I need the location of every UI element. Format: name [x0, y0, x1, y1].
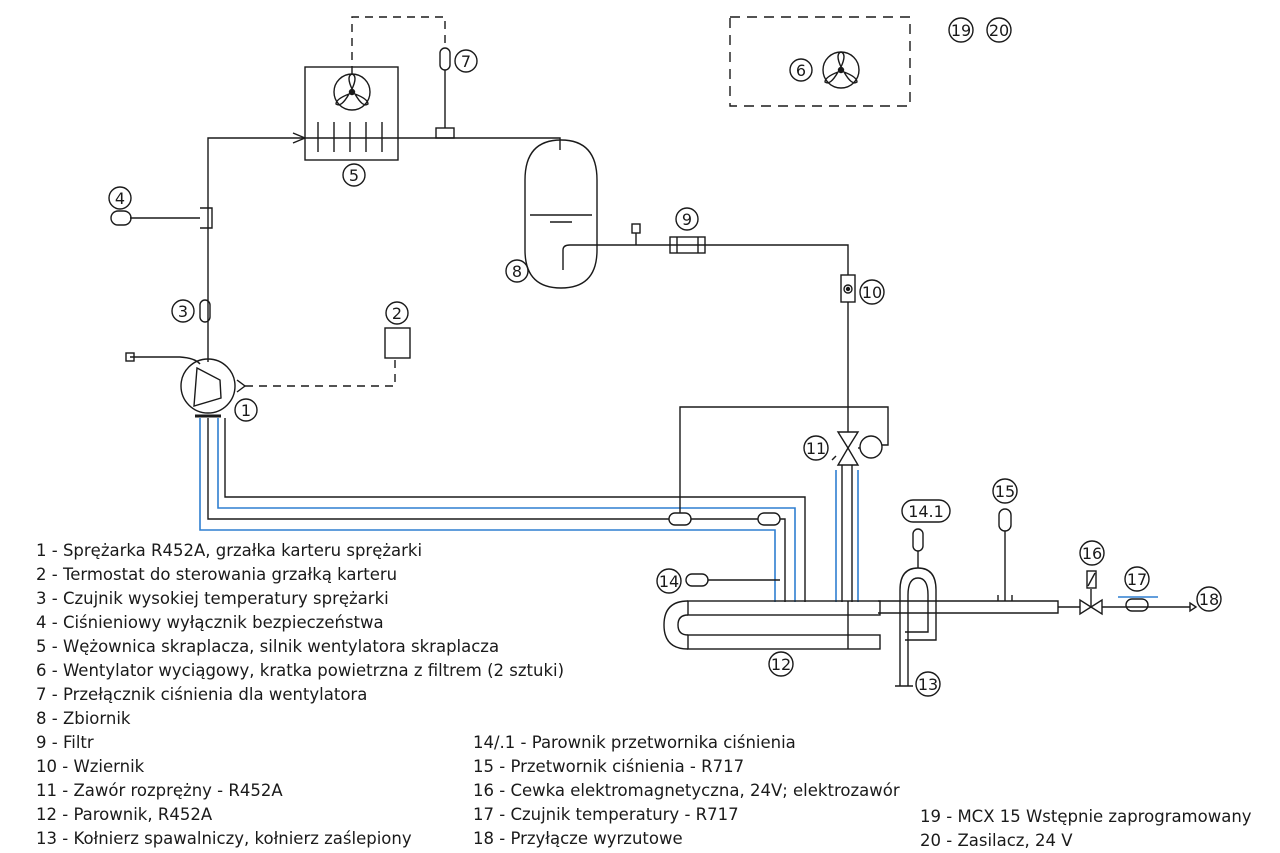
- legend-left: 1 - Sprężarka R452A, grzałka karteru spr…: [36, 539, 564, 851]
- marker-8: 8: [505, 259, 529, 283]
- expansion-valve: [831, 431, 883, 466]
- legend-item: 10 - Wziernik: [36, 757, 145, 776]
- legend-item: 3 - Czujnik wysokiej temperatury sprężar…: [36, 589, 389, 608]
- marker-7: 7: [454, 49, 478, 73]
- legend-item: 4 - Ciśnieniowy wyłącznik bezpieczeństwa: [36, 613, 384, 632]
- compressor: [180, 358, 247, 418]
- svg-text:16: 16: [1082, 544, 1102, 563]
- control-line-thermostat: [245, 360, 396, 387]
- legend-item: 11 - Zawór rozprężny - R452A: [36, 781, 283, 800]
- svg-text:1: 1: [241, 401, 251, 420]
- svg-text:18: 18: [1199, 590, 1219, 609]
- marker-18: 18: [1196, 586, 1222, 612]
- evaporator: [663, 600, 881, 650]
- marker-3: 3: [171, 299, 195, 323]
- legend-item: 1 - Sprężarka R452A, grzałka karteru spr…: [36, 541, 423, 560]
- marker-9: 9: [675, 207, 699, 231]
- legend-item: 9 - Filtr: [36, 733, 94, 752]
- svg-text:9: 9: [682, 210, 692, 229]
- svg-text:11: 11: [806, 439, 826, 458]
- legend-item: 8 - Zbiornik: [36, 709, 131, 728]
- legend-item: 16 - Cewka elektromagnetyczna, 24V; elek…: [473, 781, 900, 800]
- svg-text:7: 7: [461, 52, 471, 71]
- svg-text:3: 3: [178, 302, 188, 321]
- svg-text:6: 6: [796, 61, 806, 80]
- compressor-port: [125, 352, 135, 362]
- sight-glass: [840, 274, 856, 303]
- legend-item: 20 - Zasilacz, 24 V: [920, 831, 1073, 850]
- svg-text:14.1: 14.1: [908, 502, 944, 521]
- marker-10: 10: [859, 279, 885, 305]
- svg-text:15: 15: [995, 482, 1015, 501]
- condenser-fan-icon: [333, 73, 371, 111]
- marker-17: 17: [1124, 566, 1150, 592]
- legend-item: 12 - Parownik, R452A: [36, 805, 213, 824]
- exhaust-fan-icon: [822, 51, 860, 89]
- svg-text:2: 2: [392, 304, 402, 323]
- legend-item: 2 - Termostat do sterowania grzałką kart…: [36, 565, 398, 584]
- filter-drier: [669, 236, 706, 254]
- marker-6: 6: [789, 58, 813, 82]
- svg-text:20: 20: [989, 21, 1009, 40]
- svg-text:13: 13: [918, 675, 938, 694]
- marker-12: 12: [768, 651, 794, 677]
- suction-sensor-b: [757, 512, 781, 526]
- condenser-coil: [304, 66, 399, 161]
- svg-text:8: 8: [512, 262, 522, 281]
- marker-15: 15: [992, 478, 1018, 504]
- service-port: [631, 223, 641, 234]
- legend-item: 19 - MCX 15 Wstępnie zaprogramowany: [920, 807, 1252, 826]
- marker-4: 4: [108, 186, 132, 210]
- welding-flange: [895, 649, 913, 687]
- legend-item: 6 - Wentylator wyciągowy, kratka powietr…: [36, 661, 565, 680]
- legend-right: 19 - MCX 15 Wstępnie zaprogramowany 20 -…: [920, 805, 1252, 853]
- legend-item: 14/.1 - Parownik przetwornika ciśnienia: [473, 733, 796, 752]
- svg-text:5: 5: [349, 166, 359, 185]
- svg-text:14: 14: [659, 572, 679, 591]
- marker-13: 13: [915, 671, 941, 697]
- discharge-connector: [1189, 601, 1198, 613]
- pressure-transducer-r717: [997, 508, 1013, 601]
- marker-16: 16: [1079, 540, 1105, 566]
- receiver-tank: [524, 139, 598, 289]
- solenoid-valve: [1079, 570, 1103, 616]
- control-line-fan: [351, 16, 446, 74]
- svg-text:12: 12: [771, 655, 791, 674]
- legend-middle: 14/.1 - Parownik przetwornika ciśnienia …: [473, 731, 900, 851]
- legend-item: 18 - Przyłącze wyrzutowe: [473, 829, 683, 848]
- exhaust-fan-box: [729, 16, 911, 107]
- svg-text:19: 19: [951, 21, 971, 40]
- suction-sensor-a: [668, 512, 692, 526]
- legend-item: 5 - Wężownica skraplacza, silnik wentyla…: [36, 637, 500, 656]
- suction-lines-blue: [199, 418, 859, 602]
- legend-item: 15 - Przetwornik ciśnienia - R717: [473, 757, 745, 776]
- legend-item: 13 - Kołnierz spawalniczy, kołnierz zaśl…: [36, 829, 412, 848]
- pressure-transducer-evaporator: [685, 573, 709, 587]
- legend-item: 17 - Czujnik temperatury - R717: [473, 805, 739, 824]
- marker-14: 14: [656, 568, 682, 594]
- marker-20: 20: [986, 17, 1012, 43]
- svg-text:10: 10: [862, 283, 882, 302]
- svg-text:4: 4: [115, 189, 125, 208]
- marker-1: 1: [234, 398, 258, 422]
- transducer-evaporator-loop: [899, 528, 937, 649]
- marker-11: 11: [803, 435, 829, 461]
- temp-sensor-r717: [1118, 596, 1158, 612]
- marker-14-1: 14.1: [901, 499, 951, 523]
- legend-item: 7 - Przełącznik ciśnienia dla wentylator…: [36, 685, 368, 704]
- marker-2: 2: [385, 301, 409, 325]
- marker-5: 5: [342, 163, 366, 187]
- thermostat-box: [384, 327, 411, 359]
- pressure-switch-7: [435, 47, 455, 139]
- high-temp-sensor: [199, 299, 211, 323]
- svg-text:17: 17: [1127, 570, 1147, 589]
- marker-19: 19: [948, 17, 974, 43]
- safety-pressure-switch: [110, 207, 213, 229]
